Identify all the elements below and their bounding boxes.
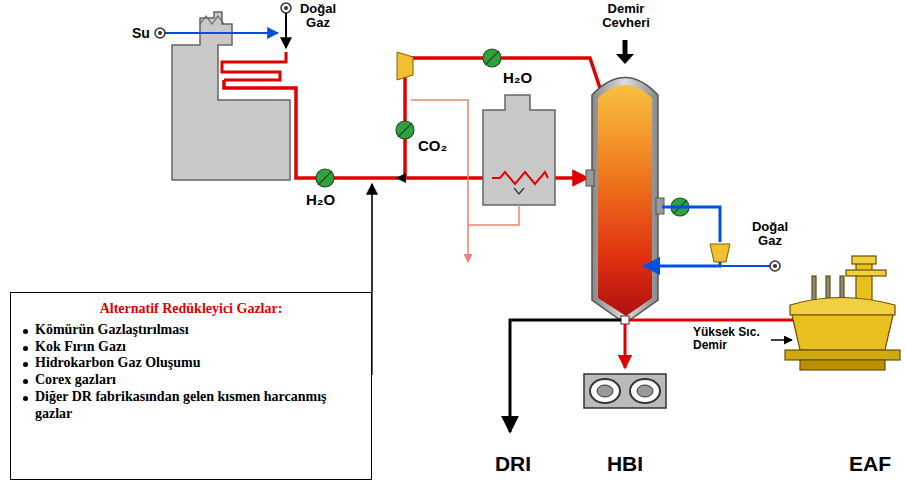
bullet-dot <box>23 396 28 401</box>
product-label: HBI <box>600 452 650 475</box>
bullet-dot <box>23 329 28 334</box>
list-item: Hidrokarbon Gaz Oluşumu <box>35 355 200 370</box>
inlet-label: Demir Cevheri <box>590 2 662 31</box>
bullet-dot <box>23 379 28 384</box>
inlet-label: Su <box>132 26 156 41</box>
stream-label: CO₂ <box>418 138 458 155</box>
bullet-dot <box>23 346 28 351</box>
list-item: Kömürün Gazlaştırılması <box>35 322 189 337</box>
box-heading: Alternatif Redükleyici Gazlar: <box>100 301 283 316</box>
bullet-dot <box>23 362 28 367</box>
stream-label: H₂O <box>503 70 543 87</box>
inlet-label: Doğal Gaz <box>742 220 798 249</box>
list-item: Diğer DR fabrikasından gelen kısmen harc… <box>35 389 327 421</box>
inlet-label: Doğal Gaz <box>296 2 340 31</box>
stream-label: H₂O <box>306 192 346 209</box>
product-label: DRI <box>488 452 538 475</box>
note-box: Alternatif Redükleyici Gazlar: Kömürün Ga… <box>10 292 372 480</box>
list-item: Corex gazları <box>35 372 116 387</box>
unit-label: EAF <box>842 452 898 475</box>
list-item: Kok Fırın Gazı <box>35 339 126 354</box>
product-label: Yüksek Sıc. Demir <box>693 326 769 352</box>
